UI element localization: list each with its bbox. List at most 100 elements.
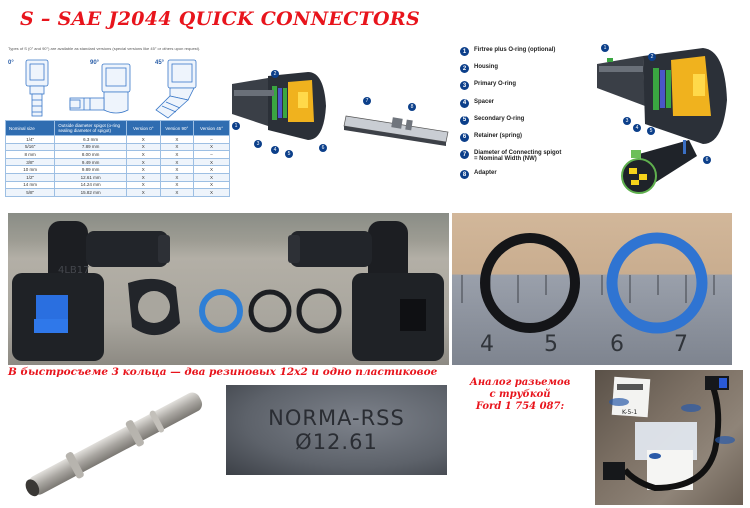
callout-3: 3 (254, 140, 262, 148)
spec-table: Nominal size Outside diameter spigot (o-… (4, 120, 230, 197)
cell: X (159, 150, 195, 159)
cell: 9.49 mm (54, 157, 127, 167)
legend-item: 3 Primary O-ring (460, 81, 600, 91)
callout-4: 4 (271, 146, 279, 154)
callout-5: 5 (285, 150, 293, 158)
page-title: S – SAE J2044 QUICK CONNECTORS (20, 8, 420, 30)
connector-version-drawings (25, 59, 197, 119)
callout-1: 1 (232, 122, 240, 130)
number-badge-icon: 8 (460, 170, 469, 180)
legend-item: 8 Adapter (460, 170, 600, 180)
norma-stamp-photo: NORMA-RSS Ø12.61 (226, 385, 447, 475)
cell: X (125, 135, 161, 144)
metal-spigot-photo (25, 392, 203, 497)
cell: X (125, 165, 161, 174)
callout-7: 7 (363, 97, 371, 105)
cell: 5/8" (4, 188, 56, 197)
caption-line: с трубкой (489, 389, 551, 400)
legend-label: Primary O-ring (474, 81, 517, 88)
number-badge-icon: 6 (460, 132, 469, 142)
rings-caption: В быстросъеме 3 кольца — два резиновых 1… (8, 366, 438, 378)
col-outside-diameter: Outside diameter spigot (o-ring sealing … (54, 120, 127, 136)
cell: 10 mm (4, 165, 56, 174)
callout-2: 2 (271, 70, 279, 78)
col-version-90: Version 90° (159, 120, 195, 136)
cell: X (159, 172, 195, 182)
legend-label: Housing (474, 64, 498, 71)
callout-r2: 2 (648, 53, 656, 61)
ruler-number-5: 5 (544, 332, 558, 357)
cell: 9.89 mm (54, 165, 127, 174)
cell: – (193, 135, 230, 144)
cell: X (125, 180, 161, 190)
legend-label: Spacer (474, 98, 495, 105)
cell: X (193, 180, 230, 190)
cell: 5/16" (4, 142, 56, 152)
connectors-rings-photo: 4LB17 (8, 213, 449, 365)
version-0-label: 0° (8, 60, 14, 66)
cell: X (125, 172, 161, 182)
cell: X (159, 142, 195, 152)
cell: 12.61 mm (54, 172, 127, 182)
number-badge-icon: 3 (460, 81, 469, 91)
cell: X (125, 150, 161, 159)
stamp-diameter: Ø12.61 (295, 430, 378, 454)
cell: 3/8" (4, 157, 56, 167)
ruler-number-4: 4 (480, 332, 494, 357)
col-version-45: Version 45° (193, 120, 230, 136)
cell: X (193, 188, 230, 197)
callout-r1: 1 (601, 44, 609, 52)
cell: X (125, 188, 161, 197)
legend-item: 2 Housing (460, 64, 600, 74)
legend-label: Secondary O-ring (474, 115, 525, 122)
package-label: K-5-1 (622, 409, 637, 416)
cell: 7.89 mm (54, 142, 127, 152)
number-badge-icon: 7 (460, 150, 469, 160)
cell: X (159, 157, 195, 167)
connector-marking-left: 4LB17 (58, 265, 90, 276)
col-version-0: Version 0° (125, 120, 161, 136)
cell: X (193, 165, 230, 174)
cell: X (193, 157, 230, 167)
cell: 1/2" (4, 172, 56, 182)
ruler-number-7: 7 (674, 332, 688, 357)
cell: X (159, 188, 195, 197)
callout-r6: 6 (703, 156, 711, 164)
spigot-adapter-illustration (343, 115, 449, 146)
cell: 14.24 mm (54, 180, 127, 190)
number-badge-icon: 4 (460, 98, 469, 108)
cell: X (159, 165, 195, 174)
legend-label: Adapter (474, 170, 497, 177)
ford-part-package-photo: K-5-1 (595, 370, 743, 505)
caption-line: Аналог разьемов (469, 377, 571, 388)
cell: 6.3 mm (54, 135, 127, 144)
connector-cutaway-illustration (232, 72, 326, 140)
ford-analog-caption: Аналог разьемов с трубкой Ford 1 754 087… (455, 377, 585, 413)
availability-note: Types of S (0° and 90°) are available as… (8, 46, 201, 51)
cell: X (125, 157, 161, 167)
cell: X (193, 172, 230, 182)
legend-item: 4 Spacer (460, 98, 600, 108)
version-90-label: 90° (90, 60, 100, 66)
legend-label: Firtree plus O-ring (optional) (474, 47, 556, 53)
cell: – (193, 150, 230, 159)
number-badge-icon: 2 (460, 64, 469, 74)
version-45-label: 45° (155, 60, 165, 66)
orings-ruler-photo: 4 5 6 7 (452, 213, 732, 365)
callout-r3: 3 (623, 117, 631, 125)
connector-cutaway-right-illustration (597, 48, 727, 194)
callout-8: 8 (408, 103, 416, 111)
cell: 8.00 mm (54, 150, 127, 159)
cell: 14 mm (4, 180, 56, 190)
caption-line: Ford 1 754 087: (475, 401, 565, 412)
